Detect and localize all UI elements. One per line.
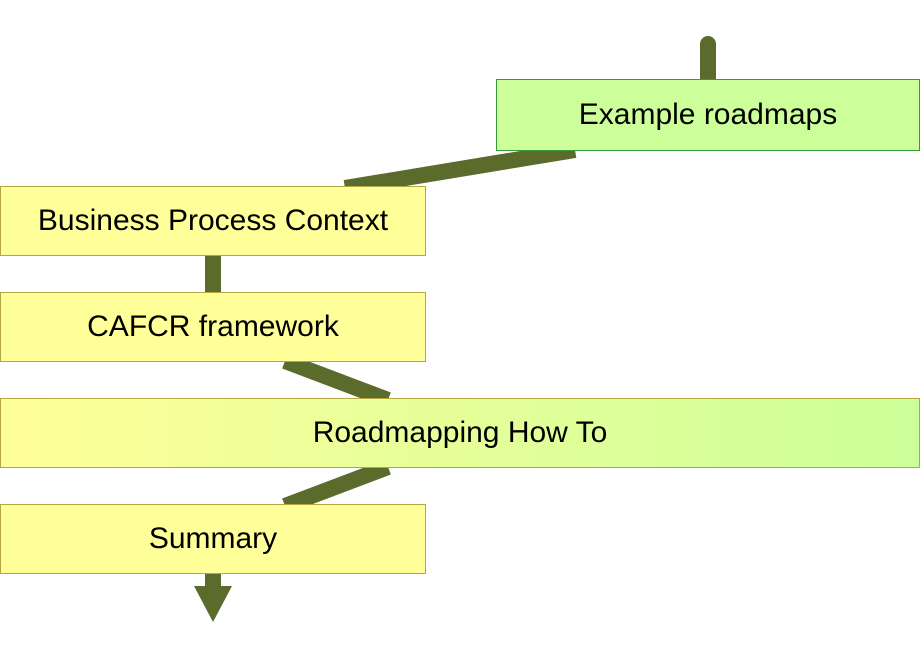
step-business-process-context: Business Process Context [0, 186, 426, 256]
step-summary: Summary [0, 504, 426, 574]
step-cafcr-framework: CAFCR framework [0, 292, 426, 362]
connector-example-to-business [343, 142, 577, 196]
step-business-process-context-label: Business Process Context [37, 204, 389, 237]
step-summary-label: Summary [148, 522, 278, 555]
step-roadmapping-how-to-label: Roadmapping How To [312, 416, 608, 449]
arrow-head-down [194, 586, 232, 622]
step-cafcr-framework-label: CAFCR framework [87, 310, 339, 343]
step-roadmapping-how-to: Roadmapping How To [0, 398, 920, 468]
connector-cafcr-to-howto [282, 353, 391, 408]
step-example-roadmaps: Example roadmaps [496, 79, 920, 151]
connector-howto-to-summary [282, 459, 391, 514]
step-example-roadmaps-label: Example roadmaps [578, 98, 838, 131]
